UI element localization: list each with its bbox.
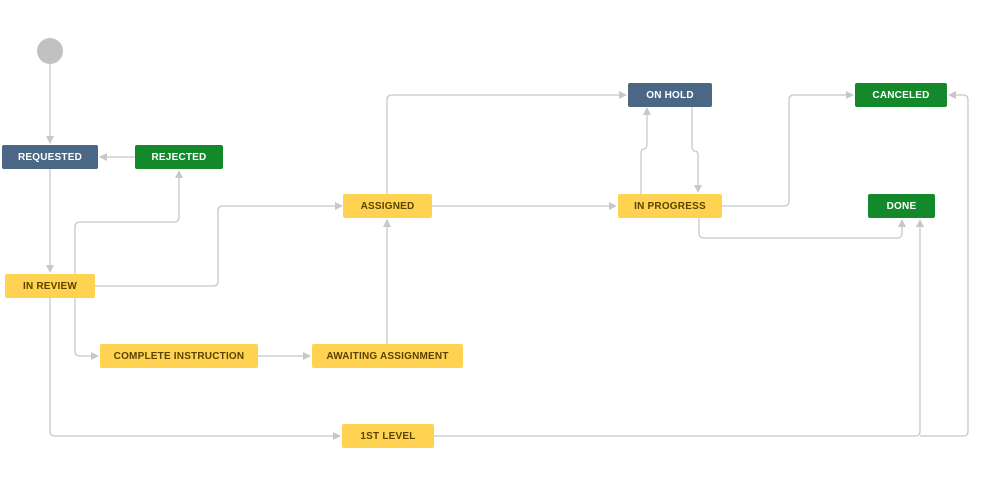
status-awaiting-assignment[interactable]: AWAITING ASSIGNMENT	[312, 344, 463, 368]
start-node	[37, 38, 63, 64]
transition-in-progress-canceled	[722, 91, 854, 207]
status-requested[interactable]: REQUESTED	[2, 145, 98, 169]
status-in-review[interactable]: IN REVIEW	[5, 274, 95, 298]
transition-first-level-done	[434, 219, 924, 437]
transition-in-progress-on-hold	[640, 107, 651, 194]
transition-in-review-first-level	[49, 298, 341, 440]
status-canceled[interactable]: CANCELED	[855, 83, 947, 107]
status-complete-instruction[interactable]: COMPLETE INSTRUCTION	[100, 344, 258, 368]
transition-in-progress-done	[698, 218, 906, 239]
status-first-level[interactable]: 1ST LEVEL	[342, 424, 434, 448]
status-rejected[interactable]: REJECTED	[135, 145, 223, 169]
transition-in-review-rejected	[74, 170, 183, 274]
transition-first-level-canceled	[920, 91, 969, 437]
status-done[interactable]: DONE	[868, 194, 935, 218]
status-assigned[interactable]: ASSIGNED	[343, 194, 432, 218]
transition-in-review-complete-instruction	[74, 298, 99, 360]
transition-assigned-on-hold	[386, 91, 627, 194]
transition-in-review-assigned	[95, 202, 343, 287]
status-in-progress[interactable]: IN PROGRESS	[618, 194, 722, 218]
status-on-hold[interactable]: ON HOLD	[628, 83, 712, 107]
transition-on-hold-in-progress	[691, 107, 702, 193]
